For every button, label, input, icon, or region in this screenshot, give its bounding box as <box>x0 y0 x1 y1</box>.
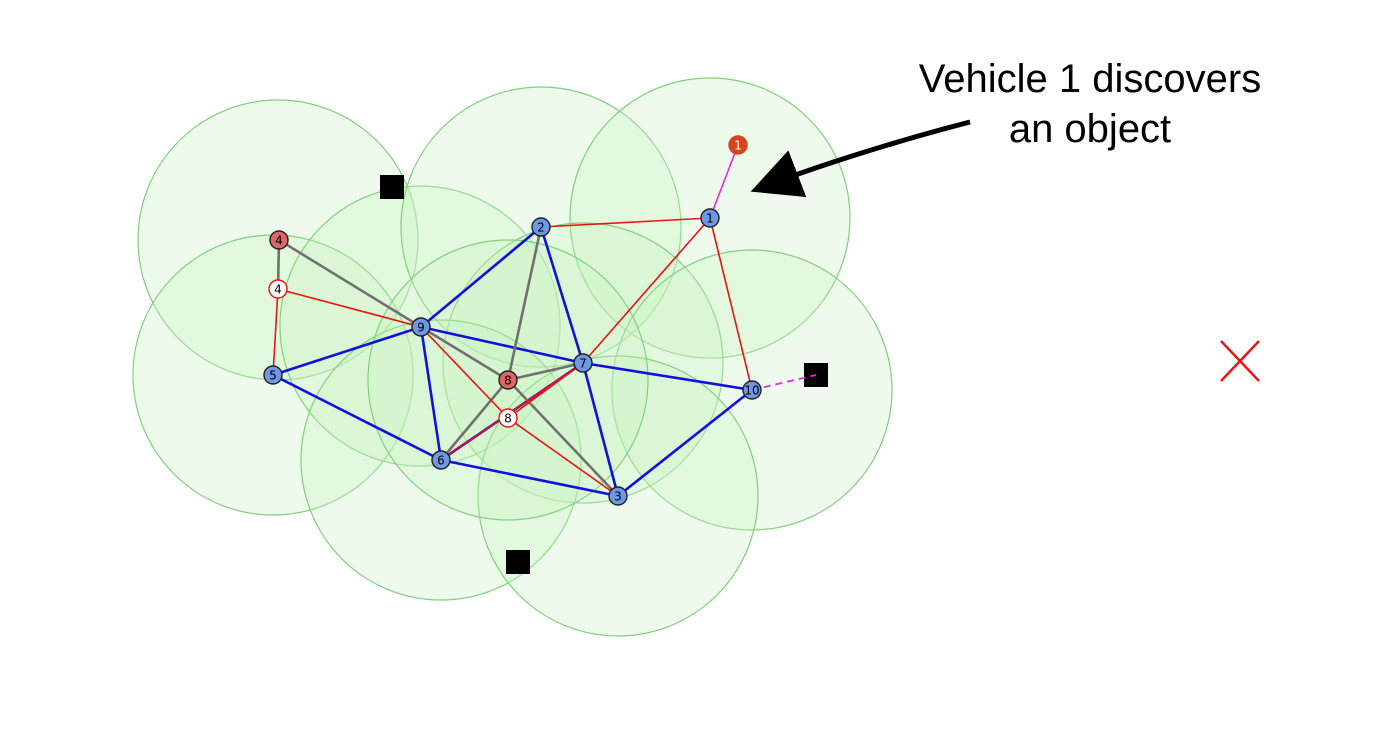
node-label: 1 <box>706 212 714 226</box>
node-vehicle: 1 <box>700 208 720 228</box>
node-label: 5 <box>269 369 277 383</box>
node-label: 8 <box>504 412 512 426</box>
node-circle <box>498 408 518 428</box>
edge-red <box>582 217 711 364</box>
node-hollow: 4 <box>268 279 288 299</box>
node-circle <box>263 365 283 385</box>
edge-blue <box>271 373 443 462</box>
node-circle <box>431 450 451 470</box>
edge-magenta <box>709 144 739 219</box>
edge-gray <box>277 238 423 329</box>
discovery-link <box>751 374 817 391</box>
node-active: 1 <box>728 135 748 155</box>
node-circle <box>268 279 288 299</box>
edge-gray <box>506 225 543 382</box>
dashed-discovery-edge <box>751 374 817 391</box>
edge-blue <box>271 325 423 377</box>
node-label: 6 <box>437 454 445 468</box>
goal-marker <box>1220 340 1260 382</box>
node-circle <box>742 380 762 400</box>
annotation-line-1: Vehicle 1 discovers <box>918 57 1262 101</box>
node-label: 4 <box>274 283 282 297</box>
node-hollow: 8 <box>498 408 518 428</box>
node-label: 9 <box>417 321 425 335</box>
edge-gray <box>419 325 510 382</box>
edge-blue <box>419 325 443 462</box>
node-label: 1 <box>734 139 742 153</box>
edge-blue <box>539 225 585 365</box>
nodes: 1 2 3 5 6 7 9 10 4 8 4 8 1 <box>263 135 762 506</box>
node-circle <box>531 217 551 237</box>
edge-blue <box>439 458 620 498</box>
node-vehicle: 6 <box>431 450 451 470</box>
node-circle <box>700 208 720 228</box>
node-label: 7 <box>579 357 587 371</box>
annotation-text: Vehicle 1 discovers an object <box>880 54 1300 154</box>
node-label: 3 <box>614 490 622 504</box>
edge-blue <box>419 225 543 329</box>
edge-red <box>507 417 619 497</box>
callout-arrow <box>750 119 971 198</box>
node-circle <box>411 317 431 337</box>
edge-gray <box>506 378 620 498</box>
objects <box>380 175 828 574</box>
edge-red <box>277 288 422 328</box>
edge-gray <box>506 361 585 382</box>
node-vehicle: 2 <box>531 217 551 237</box>
edge-blue <box>616 388 754 498</box>
annotation-line-2: an object <box>1008 107 1172 151</box>
node-circle <box>728 135 748 155</box>
node-vehicle: 5 <box>263 365 283 385</box>
node-vehicle: 10 <box>742 380 762 400</box>
node-vehicle: 9 <box>411 317 431 337</box>
goal-x-stroke <box>1220 340 1260 382</box>
edge-blue <box>419 325 585 365</box>
edge-red <box>709 217 753 391</box>
node-circle <box>498 370 518 390</box>
node-circle <box>608 486 628 506</box>
node-virtual: 4 <box>269 230 289 250</box>
edges <box>271 144 754 498</box>
node-label: 8 <box>504 374 512 388</box>
edge-red <box>540 217 711 228</box>
node-circle <box>269 230 289 250</box>
edge-red <box>272 288 279 376</box>
object-marker <box>506 550 530 574</box>
node-vehicle: 3 <box>608 486 628 506</box>
edge-gray <box>439 378 510 462</box>
node-label: 10 <box>744 384 759 398</box>
edge-blue <box>581 361 754 392</box>
edge-blue <box>581 361 620 498</box>
node-circle <box>573 353 593 373</box>
node-label: 4 <box>275 234 283 248</box>
node-vehicle: 7 <box>573 353 593 373</box>
edge-red <box>420 326 509 419</box>
node-label: 2 <box>537 221 545 235</box>
node-virtual: 8 <box>498 370 518 390</box>
object-marker <box>380 175 404 199</box>
